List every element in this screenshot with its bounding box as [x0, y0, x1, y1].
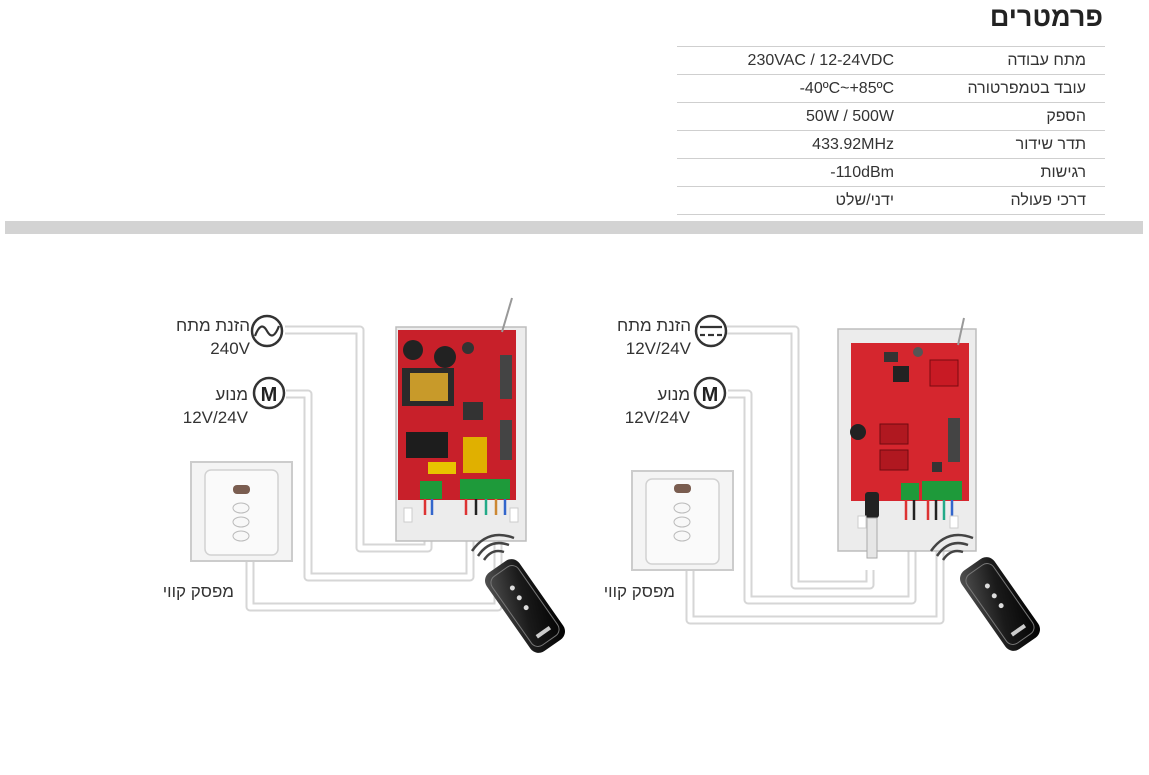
table-row: -40ºC~+85ºC עובד בטמפרטורה [677, 74, 1105, 103]
signal-waves-icon [470, 533, 515, 561]
param-label: הספק [1046, 107, 1086, 125]
right-switch-label: מפסק קווי [603, 582, 675, 601]
table-row: ידני/שלט דרכי פעולה [677, 186, 1105, 215]
param-label: תדר שידור [1015, 135, 1086, 153]
motor-icon: M [252, 376, 286, 410]
parameters-table: 230VAC / 12-24VDC מתח עבודה -40ºC~+85ºC … [677, 46, 1105, 215]
controller-board-230v [395, 297, 527, 542]
param-label: רגישות [1040, 163, 1086, 181]
param-label: מתח עבודה [1007, 51, 1086, 69]
param-value: ידני/שלט [835, 191, 894, 209]
param-value: -40ºC~+85ºC [799, 79, 894, 97]
motor-icon: M [693, 376, 727, 410]
param-label: דרכי פעולה [1010, 191, 1086, 209]
signal-waves-icon [929, 533, 974, 561]
param-label: עובד בטמפרטורה [967, 79, 1086, 97]
table-row: 230VAC / 12-24VDC מתח עבודה [677, 46, 1105, 75]
param-value: 50W / 500W [805, 107, 894, 125]
ac-sine-icon [250, 314, 284, 348]
controller-board-dc [837, 317, 977, 559]
param-value: 230VAC / 12-24VDC [747, 51, 894, 69]
table-row: -110dBm רגישות [677, 158, 1105, 187]
section-divider [5, 221, 1143, 234]
remote-control [960, 557, 1040, 651]
param-value: -110dBm [830, 163, 894, 181]
svg-text:M: M [702, 384, 719, 406]
left-switch-label: מפסק קווי [162, 582, 234, 601]
svg-text:M: M [261, 384, 278, 406]
wall-switch [190, 461, 293, 562]
table-row: 433.92MHz תדר שידור [677, 130, 1105, 159]
wall-switch [631, 470, 734, 571]
remote-control [485, 559, 565, 653]
dc-icon [694, 314, 728, 348]
right-diagram: M [631, 314, 1040, 651]
left-diagram: M [190, 297, 565, 653]
param-value: 433.92MHz [812, 135, 894, 153]
table-row: 50W / 500W הספק [677, 102, 1105, 131]
page-title: פרמטרים [989, 2, 1103, 32]
